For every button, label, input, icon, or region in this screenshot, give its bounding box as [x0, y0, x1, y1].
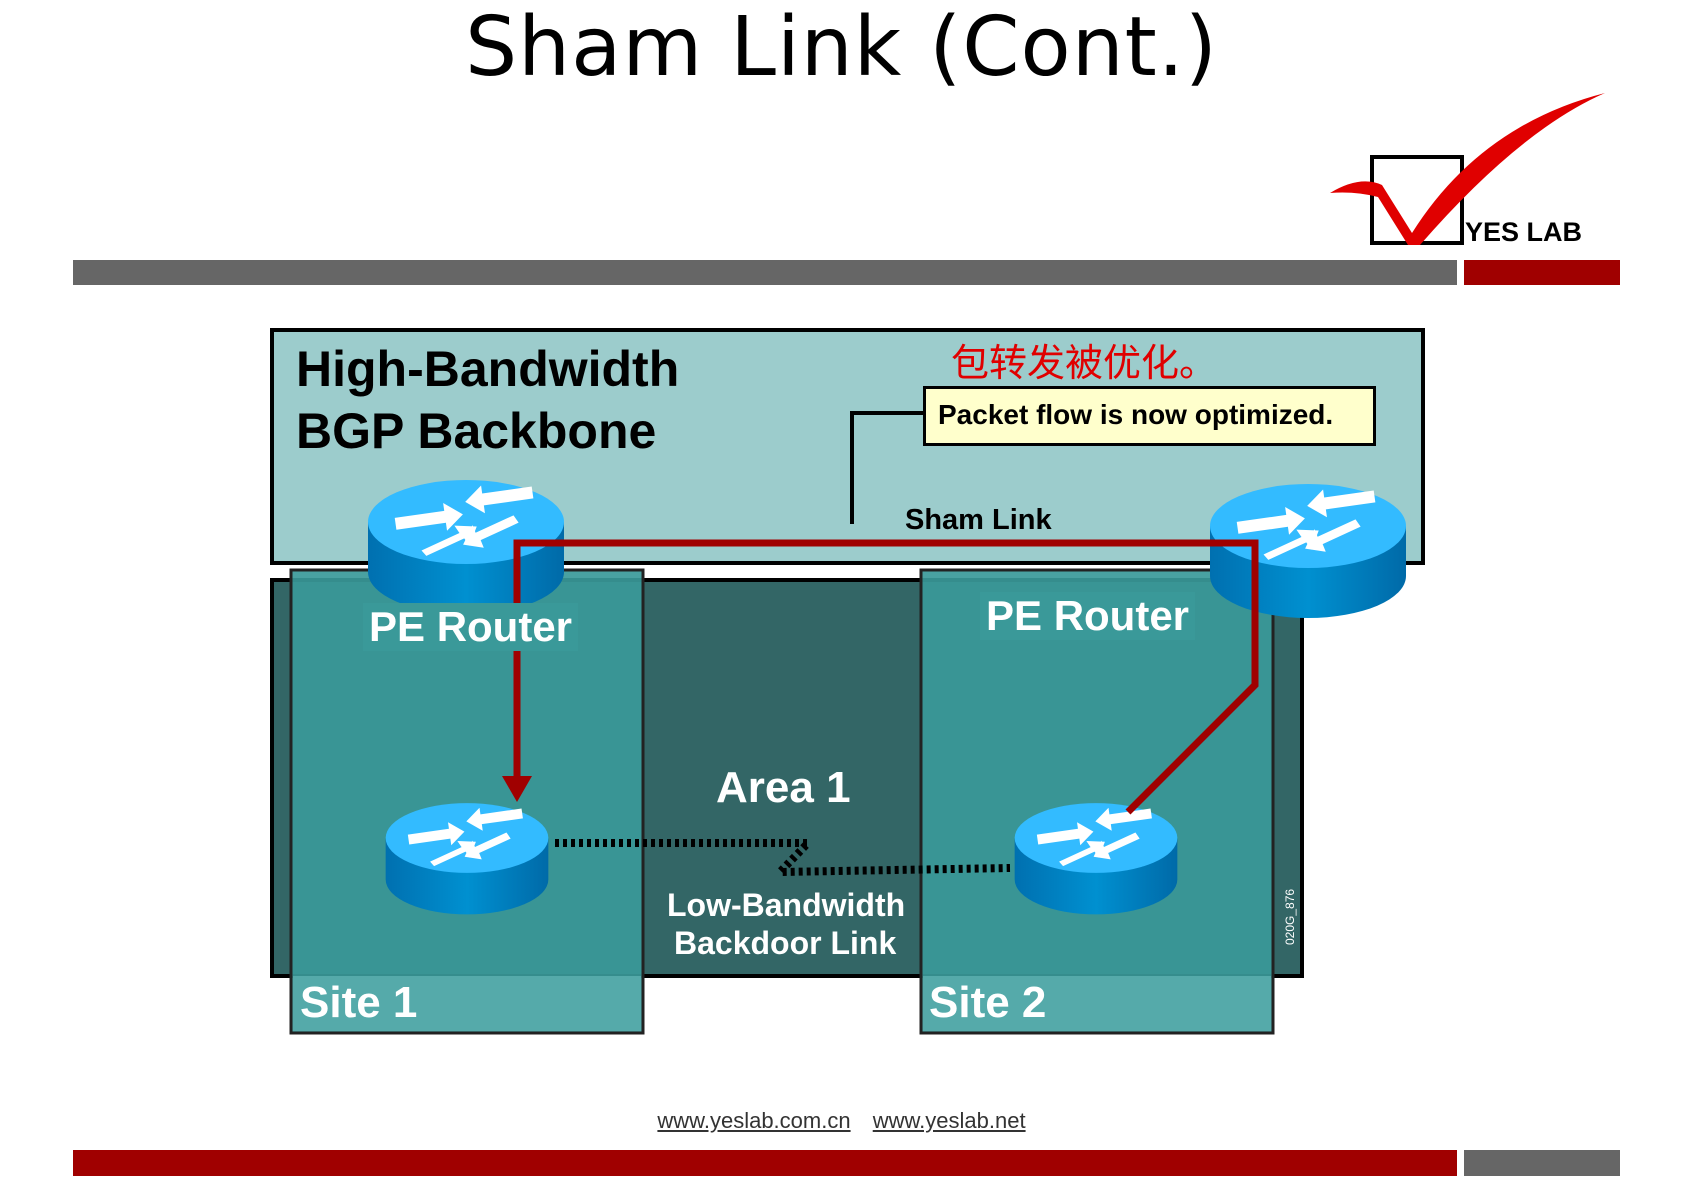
pe-router-right-icon: [1210, 482, 1406, 618]
chinese-annotation: 包转发被优化。: [951, 341, 1218, 385]
footer-gray-band: [1464, 1150, 1620, 1176]
header-red-band: [1464, 260, 1620, 285]
backdoor-link: [555, 839, 1011, 877]
site-2-region: [919, 568, 1275, 1035]
backdoor-label-line1: Low-Bandwidth: [667, 887, 906, 923]
packet-flow-arrowhead-icon: [502, 776, 532, 802]
footer-red-band: [73, 1150, 1457, 1176]
backbone-title-line1: High-Bandwidth: [296, 341, 680, 397]
backdoor-label-line2: Backdoor Link: [674, 925, 897, 961]
figure-code: 020G_876: [1283, 888, 1297, 945]
pe-router-left-label: PE Router: [363, 603, 579, 651]
footer-link-cn[interactable]: www.yeslab.com.cn: [657, 1108, 851, 1133]
header-gray-band: [73, 260, 1457, 285]
callout-connector: [850, 411, 925, 524]
ce-router-site1-icon: [385, 801, 549, 915]
pe-router-right-label: PE Router: [980, 592, 1196, 640]
site-2-label-strip: [923, 976, 1271, 1031]
footer-links: www.yeslab.com.cn www.yeslab.net: [0, 1108, 1683, 1134]
backbone-title-line2: BGP Backbone: [296, 403, 657, 459]
footer-link-net[interactable]: www.yeslab.net: [872, 1108, 1026, 1133]
packet-flow-callout: Packet flow is now optimized.: [923, 386, 1376, 446]
site-1-label-strip: [293, 976, 641, 1031]
sham-link-label: Sham Link: [905, 504, 1052, 536]
logo-text: YES LAB: [1465, 217, 1583, 247]
checkmark-logo-icon: [1330, 93, 1605, 245]
yeslab-logo: YES LAB: [1320, 85, 1620, 250]
page-title: Sham Link (Cont.): [465, 0, 1218, 95]
area-label: Area 1: [716, 763, 851, 812]
packet-flow-callout-text: Packet flow is now optimized.: [938, 399, 1334, 430]
site-2-label: Site 2: [929, 978, 1047, 1027]
site-1-label: Site 1: [300, 978, 418, 1027]
ce-router-site2-icon: [1014, 801, 1178, 915]
